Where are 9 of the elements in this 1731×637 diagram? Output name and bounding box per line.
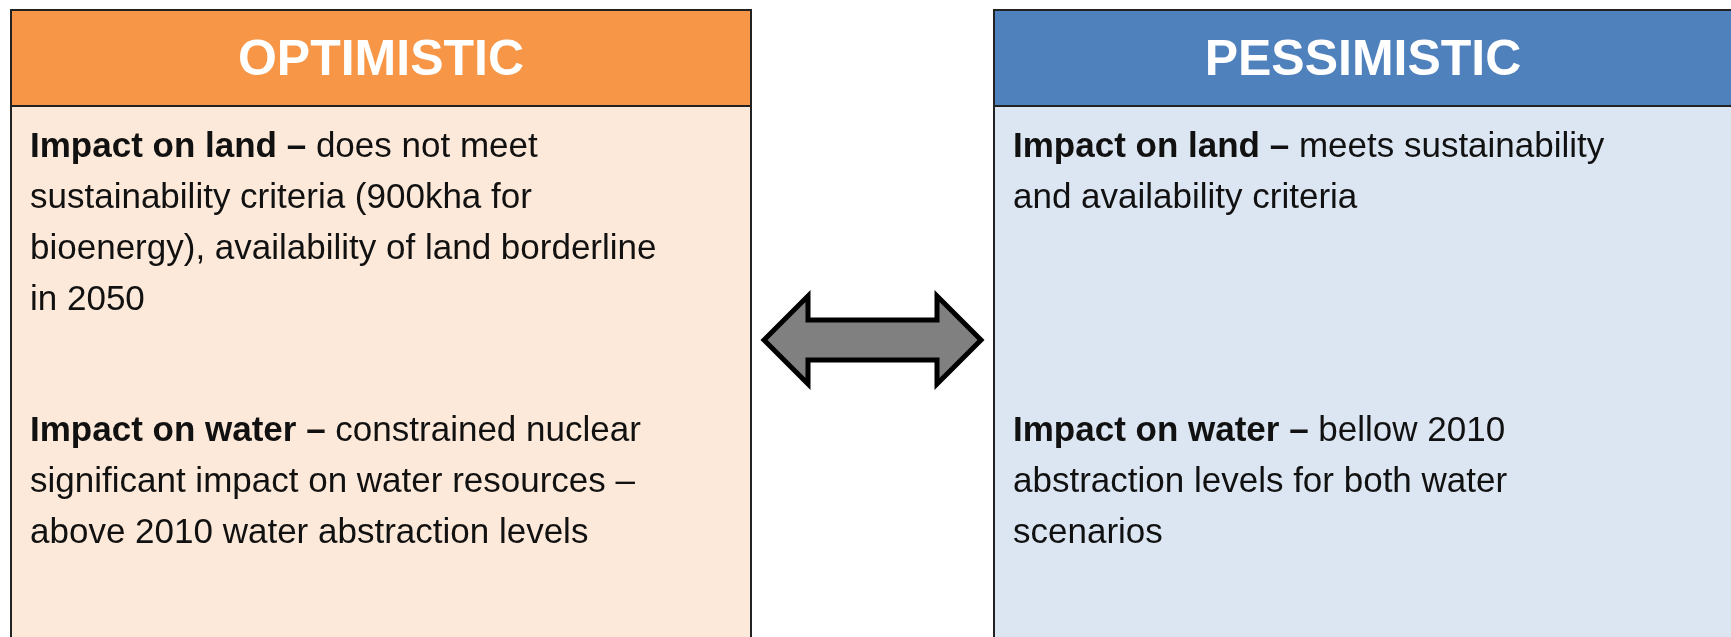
impact-text: Impact on land – does not meet sustainability criteria (900kha for bioenergy), availability of land borderline in 2050 <box>30 124 658 319</box>
impact-text: Impact on water – bellow 2010 abstraction levels for both water scenarios <box>1013 408 1509 552</box>
panel-heading: OPTIMISTIC <box>12 11 750 107</box>
impact-text: Impact on land – meets sustainability and availability criteria <box>1013 124 1606 217</box>
scenario-panel <box>10 9 752 637</box>
double-arrow <box>760 289 985 391</box>
scenario-panel <box>993 9 1731 637</box>
impact-text: Impact on water – constrained nuclear significant impact on water resources – above 2010 water abstraction levels <box>30 408 642 552</box>
panel-heading: PESSIMISTIC <box>995 11 1731 107</box>
